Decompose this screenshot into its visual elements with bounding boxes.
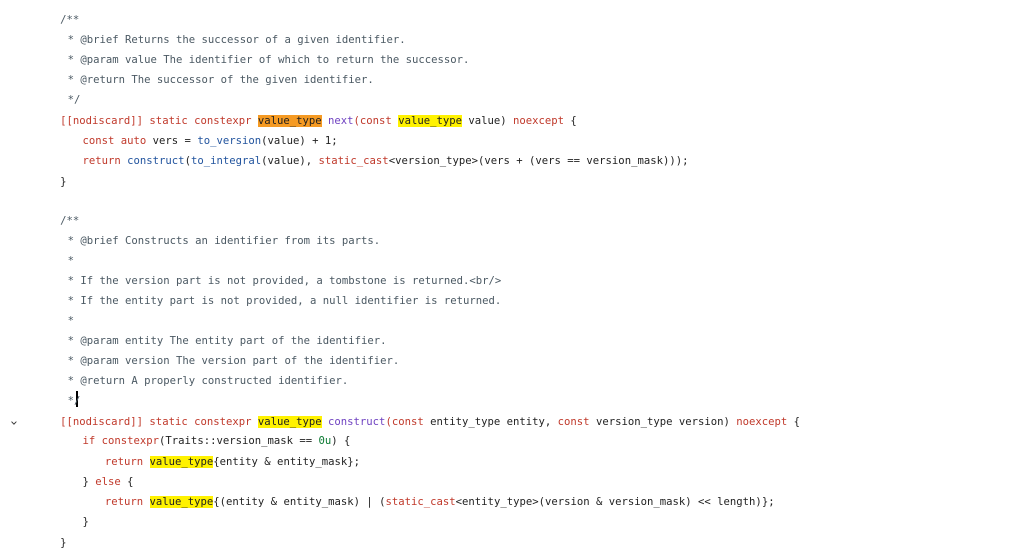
- code-token: {(entity & entity_mask) | (: [213, 496, 386, 508]
- code-line[interactable]: * If the version part is not provided, a…: [68, 271, 502, 291]
- code-token: {: [787, 416, 801, 428]
- code-token: * @return The successor of the given ide…: [67, 74, 374, 86]
- code-token: noexcept: [513, 115, 565, 127]
- code-token: version_type version): [595, 416, 737, 428]
- code-line[interactable]: if constexpr(Traits::version_mask == 0u)…: [83, 431, 351, 451]
- code-token: static_cast: [385, 496, 456, 508]
- code-line[interactable]: /**: [60, 10, 79, 30]
- code-token: }: [82, 476, 96, 488]
- code-token: {entity & entity_mask};: [213, 456, 360, 468]
- code-token: {: [120, 476, 134, 488]
- code-token: return: [104, 496, 150, 508]
- code-line[interactable]: * If the entity part is not provided, a …: [68, 291, 502, 311]
- code-token: *: [67, 255, 74, 267]
- code-token: return: [104, 456, 150, 468]
- code-line[interactable]: }: [60, 533, 66, 553]
- code-token: next: [328, 115, 354, 127]
- code-token: {: [564, 115, 577, 127]
- code-token: */: [67, 94, 81, 106]
- code-token: construct: [328, 416, 386, 428]
- code-token: ) {: [331, 435, 351, 447]
- code-line[interactable]: const auto vers = to_version(value) + 1;: [83, 131, 338, 151]
- code-line[interactable]: */: [68, 391, 81, 411]
- highlighted-token: value_type: [257, 115, 322, 127]
- code-token: const auto: [82, 135, 153, 147]
- code-line[interactable]: * @brief Returns the successor of a give…: [68, 30, 406, 50]
- code-token: construct: [127, 155, 185, 167]
- code-line[interactable]: * @param value The identifier of which t…: [68, 50, 470, 70]
- code-token: else: [95, 476, 121, 488]
- code-token: <entity_type>(version & version_mask) <<…: [455, 496, 775, 508]
- code-line[interactable]: * @brief Constructs an identifier from i…: [68, 231, 381, 251]
- code-line[interactable]: [[nodiscard]] static constexpr value_typ…: [60, 111, 577, 131]
- code-token: [[nodiscard]] static constexpr: [60, 416, 258, 428]
- code-token: [[nodiscard]] static constexpr: [60, 115, 258, 127]
- code-token: (Traits::version_mask ==: [159, 435, 319, 447]
- highlighted-token: value_type: [257, 416, 322, 428]
- code-token: */: [67, 395, 81, 407]
- code-token: /**: [60, 215, 80, 227]
- code-line[interactable]: */: [68, 90, 81, 110]
- code-token: * @param version The version part of the…: [67, 355, 400, 367]
- code-token: <version_type>(vers + (vers == version_m…: [388, 155, 689, 167]
- code-line[interactable]: return construct(to_integral(value), sta…: [83, 151, 689, 171]
- code-token: to_version: [197, 135, 262, 147]
- code-token: /**: [60, 14, 80, 26]
- code-token: }: [82, 516, 89, 528]
- code-token: (value),: [261, 155, 319, 167]
- code-line[interactable]: return value_type{entity & entity_mask};: [105, 452, 360, 472]
- code-token: * @param entity The entity part of the i…: [67, 335, 387, 347]
- code-line[interactable]: * @return A properly constructed identif…: [68, 371, 349, 391]
- code-line[interactable]: * @return The successor of the given ide…: [68, 70, 374, 90]
- code-token: * @brief Constructs an identifier from i…: [67, 235, 381, 247]
- code-token: static_cast: [318, 155, 389, 167]
- code-token: return: [82, 155, 128, 167]
- code-token: noexcept: [736, 416, 788, 428]
- code-line[interactable]: return value_type{(entity & entity_mask)…: [105, 492, 775, 512]
- highlighted-token: value_type: [149, 456, 214, 468]
- code-token: vers =: [152, 135, 198, 147]
- code-token: (: [184, 155, 191, 167]
- code-line[interactable]: *: [68, 311, 74, 331]
- code-token: value): [461, 115, 514, 127]
- highlighted-token: value_type: [149, 496, 214, 508]
- code-token: to_integral: [190, 155, 262, 167]
- code-token: * @return A properly constructed identif…: [67, 375, 349, 387]
- code-line[interactable]: * @param version The version part of the…: [68, 351, 400, 371]
- code-token: (const: [385, 416, 431, 428]
- code-token: * If the version part is not provided, a…: [67, 275, 502, 287]
- code-token: * If the entity part is not provided, a …: [67, 295, 502, 307]
- code-line[interactable]: /**: [60, 211, 79, 231]
- highlighted-token: value_type: [398, 115, 462, 127]
- chevron-down-icon[interactable]: ›: [6, 420, 21, 426]
- code-token: entity_type entity,: [430, 416, 558, 428]
- code-line[interactable]: *: [68, 251, 74, 271]
- code-token: * @brief Returns the successor of a give…: [67, 34, 406, 46]
- code-token: if constexpr: [82, 435, 160, 447]
- code-token: 0u: [318, 435, 332, 447]
- code-token: *: [67, 315, 74, 327]
- code-token: }: [60, 537, 67, 549]
- code-token: }: [60, 176, 67, 188]
- code-line[interactable]: [[nodiscard]] static constexpr value_typ…: [60, 412, 800, 432]
- code-line[interactable]: * @param entity The entity part of the i…: [68, 331, 387, 351]
- code-line[interactable]: }: [83, 512, 89, 532]
- text-cursor: [76, 391, 78, 407]
- code-token: (value) + 1;: [261, 135, 338, 147]
- code-token: * @param value The identifier of which t…: [67, 54, 470, 66]
- code-token: (const: [353, 115, 399, 127]
- code-line[interactable]: } else {: [83, 472, 134, 492]
- code-line[interactable]: }: [60, 172, 66, 192]
- code-token: const: [557, 416, 596, 428]
